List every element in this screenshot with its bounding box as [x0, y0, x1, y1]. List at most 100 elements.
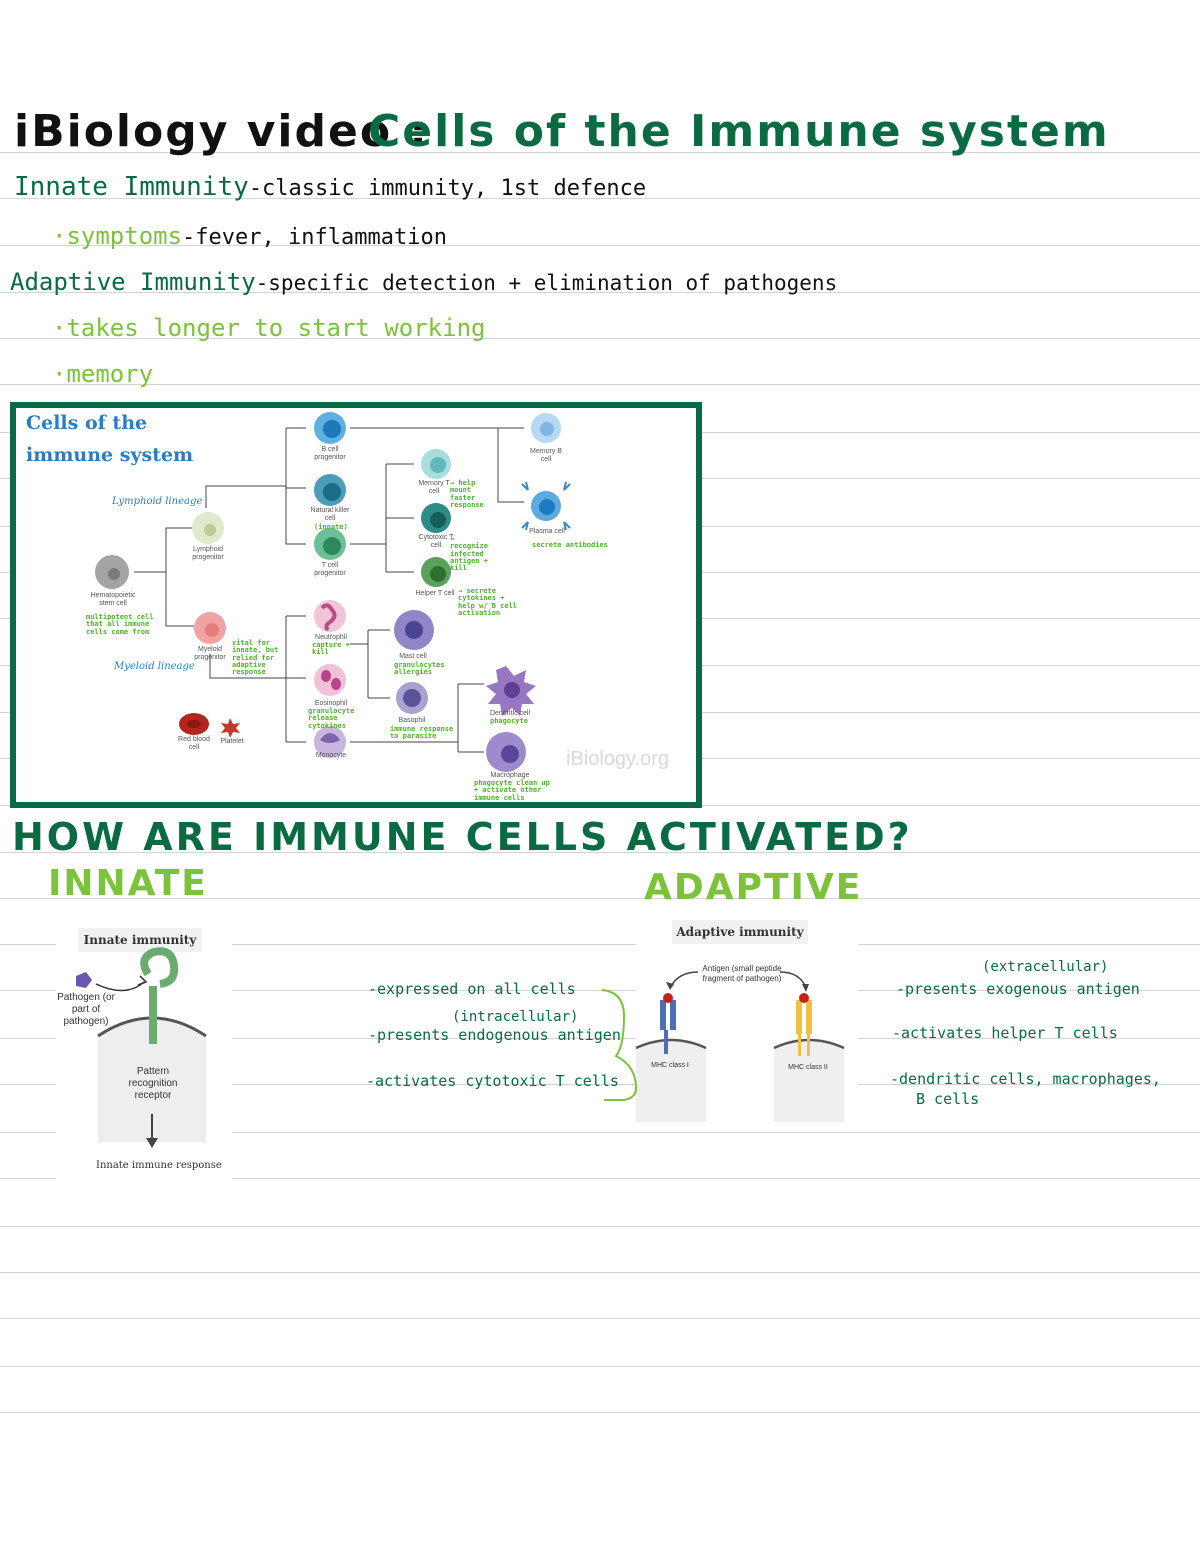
myeloid-progenitor-cell — [194, 612, 226, 644]
memory-b-cell — [531, 413, 561, 443]
mhc2-note-1: (extracellular) — [982, 959, 1109, 975]
t-progenitor-cell — [314, 528, 346, 560]
adaptive-point-2: ·memory — [52, 360, 154, 388]
adaptive-heading: Adaptive Immunity-specific detection + e… — [10, 268, 838, 296]
receptor-label: Pattern recognition receptor — [128, 1066, 178, 1101]
ruled-line — [0, 1132, 1200, 1133]
basophil-annotation: immune response to parasite — [390, 725, 454, 741]
hsc-annotation: multipotent cell that all immune cells c… — [86, 613, 154, 636]
cytotoxic-t-cell — [421, 503, 451, 533]
basophil-cell — [396, 682, 428, 714]
ruled-line — [0, 1366, 1200, 1367]
nk-annotation: (innate) — [314, 523, 348, 531]
activation-heading: HOW ARE IMMUNE CELLS ACTIVATED? — [12, 815, 913, 859]
ruled-line — [0, 198, 1200, 199]
platelet-label: Platelet — [220, 738, 244, 745]
ruled-line — [0, 898, 1200, 899]
mhc2-note-5: B cells — [916, 1090, 980, 1108]
cytotoxic-t-annotation: → recognize infected antigen + kill — [450, 535, 488, 573]
myeloid-annotation: vital for innate, but relied for adaptiv… — [232, 639, 279, 677]
mhc1-note-3: -presents endogenous antigen — [368, 1026, 621, 1044]
adaptive-figure-title: Adaptive immunity — [672, 920, 808, 944]
mhc1-note-1: -expressed on all cells — [368, 980, 576, 998]
dendritic-cell — [486, 666, 536, 716]
dendritic-label: Dendritic cell — [489, 710, 531, 717]
mhc2-note-4: -dendritic cells, macrophages, — [890, 1070, 1161, 1088]
helper-t-cell — [421, 557, 451, 587]
eosinophil-label: Eosinophil — [314, 700, 348, 707]
dendritic-annotation: phagocyte — [490, 717, 528, 725]
macrophage-annotation: phagocyte clean up + activate other immu… — [474, 779, 550, 802]
mast-label: Mast cell — [399, 653, 427, 660]
monocyte-label: Monocyte — [315, 752, 347, 759]
neutrophil-cell — [314, 600, 346, 632]
mhc1-label: MHC class I — [651, 1062, 689, 1069]
innate-label: INNATE — [48, 863, 208, 904]
mhc1-note-4: -activates cytotoxic T cells — [366, 1072, 619, 1090]
neutrophil-annotation: capture + kill — [312, 641, 350, 657]
red-blood-cell — [179, 713, 209, 735]
ruled-line — [0, 1226, 1200, 1227]
mhc2-label: MHC class II — [788, 1064, 828, 1071]
cytotoxic-t-label: Cytotoxic T cell — [418, 534, 454, 550]
monocyte-cell — [314, 726, 346, 758]
symptoms-note: ·symptoms-fever, inflammation — [52, 222, 447, 250]
eosinophil-annotation: granulocyte release cytokines — [308, 707, 355, 730]
adaptive-figure: Adaptive immunity Antigen (small peptide… — [636, 918, 858, 1124]
t-progenitor-label: T cell progenitor — [314, 562, 346, 578]
diagram-title-line-1: Cells of the — [26, 412, 148, 434]
adaptive-label: ADAPTIVE — [644, 867, 863, 908]
ruled-line — [0, 245, 1200, 246]
hsc-label: Hematopoietic stem cell — [90, 592, 136, 608]
innate-heading: Innate Immunity-classic immunity, 1st de… — [14, 172, 647, 202]
memory-t-label: Memory T cell — [418, 480, 450, 496]
memory-b-label: Memory B cell — [530, 448, 562, 464]
b-progenitor-cell — [314, 412, 346, 444]
ruled-line — [0, 1178, 1200, 1179]
rbc-label: Red blood cell — [178, 736, 210, 752]
memory-t-cell — [421, 449, 451, 479]
adaptive-point-1: ·takes longer to start working — [52, 314, 486, 342]
myeloid-progenitor-label: Myeloid progenitor — [194, 646, 226, 662]
platelet — [221, 718, 240, 738]
basophil-label: Basophil — [398, 717, 426, 724]
helper-t-annotation: → secrete cytokines + help w/ B cell act… — [458, 587, 518, 618]
antigen-label: Antigen (small peptide fragment of patho… — [702, 964, 782, 983]
ruled-line — [0, 1412, 1200, 1413]
plasma-annotation: secrete antibodies — [532, 541, 608, 549]
lymphoid-progenitor-cell — [192, 512, 224, 544]
ruled-line — [0, 1318, 1200, 1319]
mhc2-note-3: -activates helper T cells — [892, 1024, 1118, 1042]
title-prefix: iBiology video : — [14, 106, 429, 157]
eosinophil-cell — [314, 664, 346, 696]
pathogen-label: Pathogen (or part of pathogen) — [57, 992, 115, 1027]
memory-t-annotation: → help mount faster response — [450, 479, 484, 510]
page-title: Cells of the Immune system — [368, 106, 1110, 157]
immune-cells-diagram: Cells of the immune system Lymphoid line… — [10, 402, 702, 808]
neutrophil-label: Neutrophil — [315, 634, 347, 641]
macrophage-cell — [486, 732, 526, 772]
hsc-cell — [95, 555, 129, 589]
ruled-line — [0, 1272, 1200, 1273]
ruled-line — [0, 1038, 1200, 1039]
innate-response-label: Innate immune response — [96, 1160, 222, 1171]
innate-figure-title: Innate immunity — [78, 928, 202, 952]
lymphoid-progenitor-label: Lymphoid progenitor — [192, 546, 224, 562]
mhc1-bracket — [601, 989, 638, 1101]
diagram-title-line-2: immune system — [26, 444, 194, 466]
mast-annotation: granulocytes allergies — [394, 661, 445, 677]
lymphoid-lineage-label: Lymphoid lineage — [112, 496, 203, 507]
watermark: iBiology.org — [566, 748, 670, 770]
ruled-line — [0, 944, 1200, 945]
ruled-line — [0, 384, 1200, 385]
macrophage-label: Macrophage — [490, 772, 530, 779]
mhc1-note-2: (intracellular) — [452, 1009, 579, 1025]
mast-cell — [394, 610, 434, 650]
innate-figure-art — [76, 947, 207, 1148]
ruled-line — [0, 152, 1200, 153]
lineage-tree — [95, 412, 571, 772]
ruled-line — [0, 990, 1200, 991]
mhc2-note-2: -presents exogenous antigen — [896, 980, 1140, 998]
helper-t-label: Helper T cell — [415, 590, 455, 597]
adaptive-figure-art — [636, 971, 845, 1122]
